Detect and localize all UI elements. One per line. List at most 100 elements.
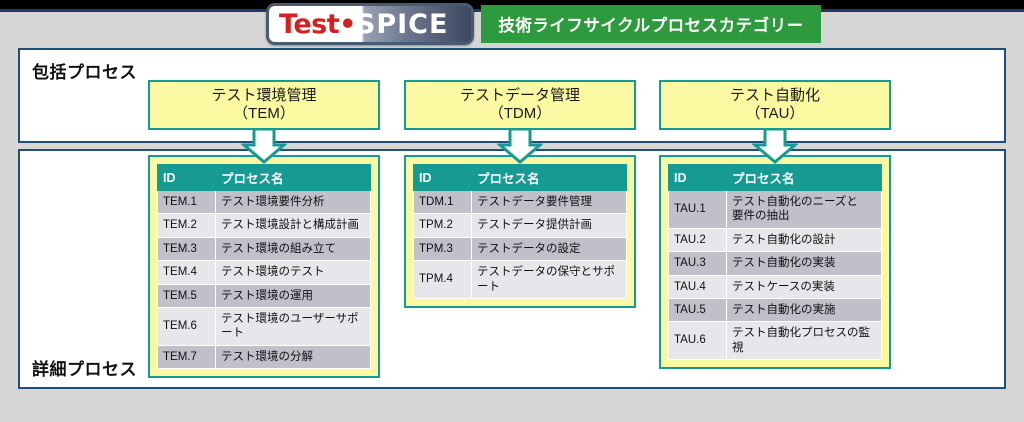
table-row[interactable]: TDM.1 テストデータ要件管理: [413, 189, 627, 215]
cell-process-id: TEM.1: [157, 189, 216, 215]
logo-dot-icon: •: [339, 8, 356, 40]
banner-title: 技術ライフサイクルプロセスカテゴリー: [498, 17, 804, 35]
cell-process-id: TPM.4: [413, 260, 472, 299]
cell-process-id: TAU.6: [668, 321, 727, 360]
cell-process-name: テストデータ提供計画: [471, 213, 627, 238]
cell-process-id: TEM.5: [157, 283, 216, 308]
cell-process-id: TPM.3: [413, 236, 472, 262]
down-arrow-icon-tem: [241, 128, 287, 164]
table-row[interactable]: TPM.3 テストデータの設定: [413, 236, 627, 262]
cell-process-name: テスト自動化の実装: [726, 251, 882, 276]
cell-text-line: テスト自動化の実施: [732, 303, 836, 316]
cell-process-name: テスト環境要件分析: [215, 189, 371, 215]
logo-text-spice: SPICE: [355, 8, 449, 40]
table-body-tem: TEM.1 テスト環境要件分析 TEM.2 テスト環境設計と構成計画 TEM.3 テスト環…: [157, 189, 371, 370]
process-table-tem: ID プロセス名 TEM.1 テスト環境要件分析 TEM.2 テスト環境設計と構成計画…: [157, 164, 371, 370]
cell-process-name: テストデータの保守とサポート: [471, 260, 627, 299]
table-row[interactable]: TEM.2 テスト環境設計と構成計画: [157, 213, 371, 238]
category-box-tem[interactable]: テスト環境管理 （TEM）: [148, 80, 380, 130]
table-row[interactable]: TAU.4 テストケースの実装: [668, 274, 882, 299]
category-abbr-tem: （TEM）: [233, 105, 295, 122]
cell-process-name: テストデータ要件管理: [471, 189, 627, 215]
cell-process-id: TAU.3: [668, 251, 727, 276]
column-header-process-name: プロセス名: [215, 164, 371, 191]
cell-process-name: テスト自動化のニーズと要件の抽出: [726, 190, 882, 229]
cell-text-line: テスト自動化プロセスの監視: [732, 327, 870, 354]
section-label-comprehensive: 包括プロセス: [32, 63, 137, 82]
cell-text-line: テストケースの実装: [732, 280, 835, 293]
category-box-tau[interactable]: テスト自動化 （TAU）: [659, 80, 891, 130]
cell-text-line: テストデータの保守とサポート: [477, 266, 615, 293]
table-row[interactable]: TPM.2 テストデータ提供計画: [413, 213, 627, 238]
cell-process-id: TEM.4: [157, 260, 216, 285]
cell-process-id: TAU.2: [668, 227, 727, 253]
cell-text-line: テスト環境の組み立て: [221, 242, 336, 255]
cell-process-id: TEM.6: [157, 306, 216, 346]
category-box-tdm[interactable]: テストデータ管理 （TDM）: [404, 80, 636, 130]
table-header-row: ID プロセス名: [157, 164, 371, 191]
cell-process-name: テストケースの実装: [726, 274, 882, 299]
cell-text-line: テスト環境要件分析: [221, 196, 325, 208]
cell-text-line: テスト環境のテスト: [221, 266, 325, 279]
cell-process-id: TAU.4: [668, 274, 727, 299]
banner: 技術ライフサイクルプロセスカテゴリー: [481, 5, 821, 43]
process-table-group-tem: ID プロセス名 TEM.1 テスト環境要件分析 TEM.2 テスト環境設計と構成計画…: [148, 155, 380, 378]
cell-text-line: テスト環境設計と構成計画: [221, 219, 359, 232]
category-name-tau: テスト自動化: [729, 87, 820, 105]
column-header-process-name: プロセス名: [726, 164, 882, 191]
top-black-strip: [0, 0, 1024, 9]
cell-process-id: TEM.3: [157, 236, 216, 262]
table-header-row: ID プロセス名: [668, 164, 882, 191]
cell-text-line: テスト自動化の設計: [732, 233, 836, 246]
logo-text-test: Test: [279, 8, 340, 40]
category-abbr-tdm: （TDM）: [488, 105, 552, 122]
cell-process-id: TPM.2: [413, 213, 472, 238]
cell-process-id: TAU.1: [668, 190, 727, 229]
cell-text-line: 要件の抽出: [732, 210, 790, 223]
cell-text-line: テスト環境の分解: [221, 350, 313, 363]
cell-text-line: テスト環境のユーザーサポート: [221, 312, 359, 340]
cell-text-line: テストデータの設定: [477, 242, 581, 255]
table-row[interactable]: TAU.2 テスト自動化の設計: [668, 227, 882, 253]
table-row[interactable]: TEM.3 テスト環境の組み立て: [157, 236, 371, 262]
cell-process-name: テストデータの設定: [471, 236, 627, 262]
column-header-id: ID: [413, 164, 472, 191]
table-row[interactable]: TEM.4 テスト環境のテスト: [157, 260, 371, 285]
cell-process-id: TDM.1: [413, 189, 472, 215]
column-header-process-name: プロセス名: [471, 164, 627, 191]
cell-text-line: テストデータ提供計画: [477, 219, 592, 232]
table-row[interactable]: TEM.1 テスト環境要件分析: [157, 189, 371, 215]
cell-process-name: テスト環境の組み立て: [215, 236, 371, 262]
category-name-tem: テスト環境管理: [211, 87, 317, 105]
header: Test•SPICE 技術ライフサイクルプロセスカテゴリー: [0, 3, 1024, 46]
section-label-detailed: 詳細プロセス: [32, 360, 137, 379]
cell-text-line: テストデータ要件管理: [477, 196, 592, 208]
table-row[interactable]: TEM.5 テスト環境の運用: [157, 283, 371, 308]
cell-process-name: テスト環境のユーザーサポート: [215, 306, 371, 346]
cell-process-name: テスト環境の運用: [215, 283, 371, 308]
cell-process-name: テスト自動化プロセスの監視: [726, 321, 882, 360]
category-abbr-tau: （TAU）: [745, 105, 805, 122]
cell-process-name: テスト自動化の実施: [726, 297, 882, 323]
down-arrow-icon-tau: [752, 128, 798, 164]
column-header-id: ID: [668, 164, 727, 191]
cell-process-name: テスト環境の分解: [215, 344, 371, 370]
cell-process-id: TEM.2: [157, 213, 216, 238]
cell-text-line: テスト自動化のニーズと: [732, 196, 858, 208]
cell-process-name: テスト環境のテスト: [215, 260, 371, 285]
down-arrow-icon-tdm: [497, 128, 543, 164]
cell-text-line: テスト環境の運用: [221, 289, 313, 302]
